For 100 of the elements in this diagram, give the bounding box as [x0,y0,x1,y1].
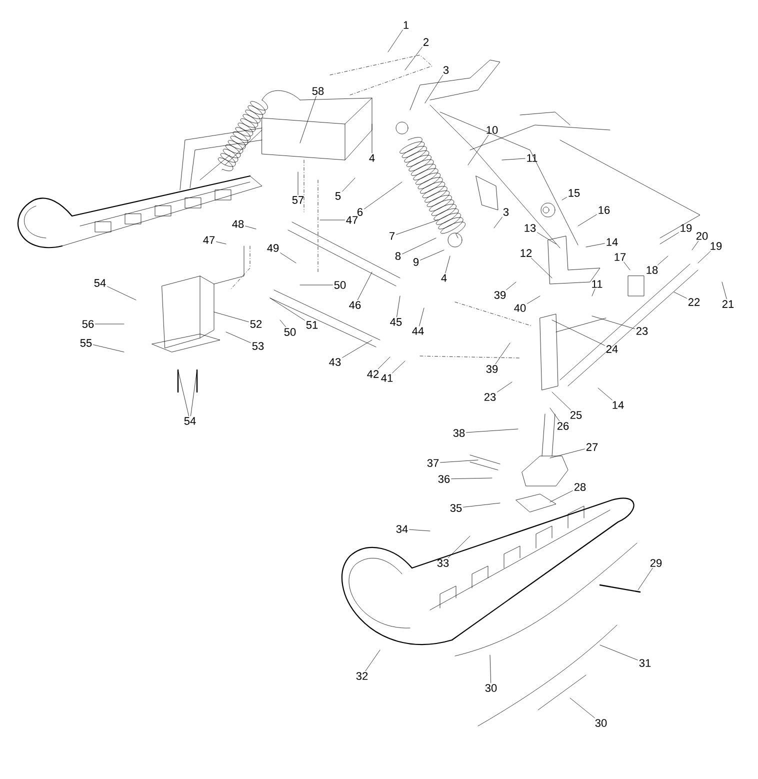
leader-line [392,360,406,374]
callout-number: 28 [574,483,586,491]
leader-line [506,282,516,290]
callout-number: 42 [367,370,379,378]
leader-line [388,30,403,52]
leader-line [214,312,249,322]
leader-line [527,296,540,304]
callout-number: 41 [381,374,393,382]
leader-line [698,250,711,264]
leader-line [592,316,635,329]
leader-line [562,197,567,200]
callout-number: 54 [94,279,106,287]
callout-number: 21 [722,300,734,308]
callout-number: 39 [494,291,506,299]
callout-number: 22 [688,298,700,306]
callout-number: 4 [369,154,375,162]
callout-number: 3 [443,66,449,74]
callout-number: 3 [503,208,509,216]
leader-line [592,288,596,296]
callout-number: 45 [390,318,402,326]
callout-number: 1 [404,21,409,29]
callout-number: 13 [524,224,536,232]
callout-number: 20 [696,232,708,240]
leader-line [490,654,492,684]
leader-line [378,356,390,370]
callout-number: 8 [395,252,401,260]
callout-number: 30 [595,719,607,727]
leader-line [357,272,372,300]
callout-number: 53 [252,342,264,350]
leader-line [624,262,630,270]
callout-number: 51 [306,321,318,329]
callout-number: 50 [284,328,296,336]
callout-number: 47 [203,236,215,244]
callout-number: 24 [606,345,618,353]
callout-number: 31 [639,659,651,667]
callout-number: 37 [427,459,439,467]
leader-line [226,332,251,343]
leader-line [451,478,492,480]
leader-line [445,256,450,274]
leader-line [552,392,571,410]
callout-number: 38 [453,429,465,437]
leader-line [550,490,573,502]
callout-number: 39 [486,365,498,373]
leader-line [365,650,380,672]
leader-line [552,320,605,346]
leader-line [420,250,444,260]
leader-line [300,284,333,286]
leader-line [463,502,500,508]
leader-line [402,238,436,254]
leader-line [93,344,124,352]
leader-line [638,568,653,590]
leader-line [502,158,526,160]
callout-number: 43 [329,358,341,366]
callout-number: 14 [612,401,624,409]
leader-line [342,178,356,192]
leader-line [270,298,305,320]
callout-number: 2 [424,38,429,46]
leader-line [404,46,422,70]
leader-line [550,408,560,422]
callout-number: 34 [396,525,408,533]
callout-number: 12 [520,249,532,257]
callout-number: 11 [527,154,538,162]
leader-line [722,282,727,300]
leader-line [537,232,556,244]
leader-line [107,286,136,300]
leader-line [190,370,198,416]
callout-number: 23 [484,393,496,401]
callout-number: 16 [598,206,610,214]
leader-line [409,529,430,532]
leader-line [468,134,489,166]
callout-number: 57 [292,196,304,204]
leader-line [440,460,478,463]
callout-number: 10 [486,126,498,134]
callout-number: 19 [680,224,692,232]
leader-line [300,96,316,144]
callout-number: 35 [450,504,462,512]
callout-number: 27 [586,443,598,451]
callout-number: 29 [650,559,662,567]
leader-line [178,370,190,416]
leader-line [598,388,612,400]
callout-number: 47 [346,216,358,224]
callout-number: 9 [413,258,419,266]
callout-number: 56 [82,320,94,328]
callout-number: 49 [267,244,279,252]
leader-line [495,342,510,364]
leader-line [419,308,424,326]
callout-number: 52 [250,320,262,328]
callout-number: 44 [412,327,424,335]
callout-number: 5 [335,192,341,200]
leader-line [280,252,296,264]
callout-number: 18 [646,266,658,274]
callout-number: 30 [485,684,497,692]
leader-line [578,214,597,226]
callout-number: 19 [710,242,722,250]
callout-number: 11 [592,280,602,288]
callout-number: 50 [334,281,346,289]
leader-line [245,226,256,230]
leader-line [586,243,605,248]
leader-line [660,232,679,244]
callout-number: 48 [232,220,244,228]
